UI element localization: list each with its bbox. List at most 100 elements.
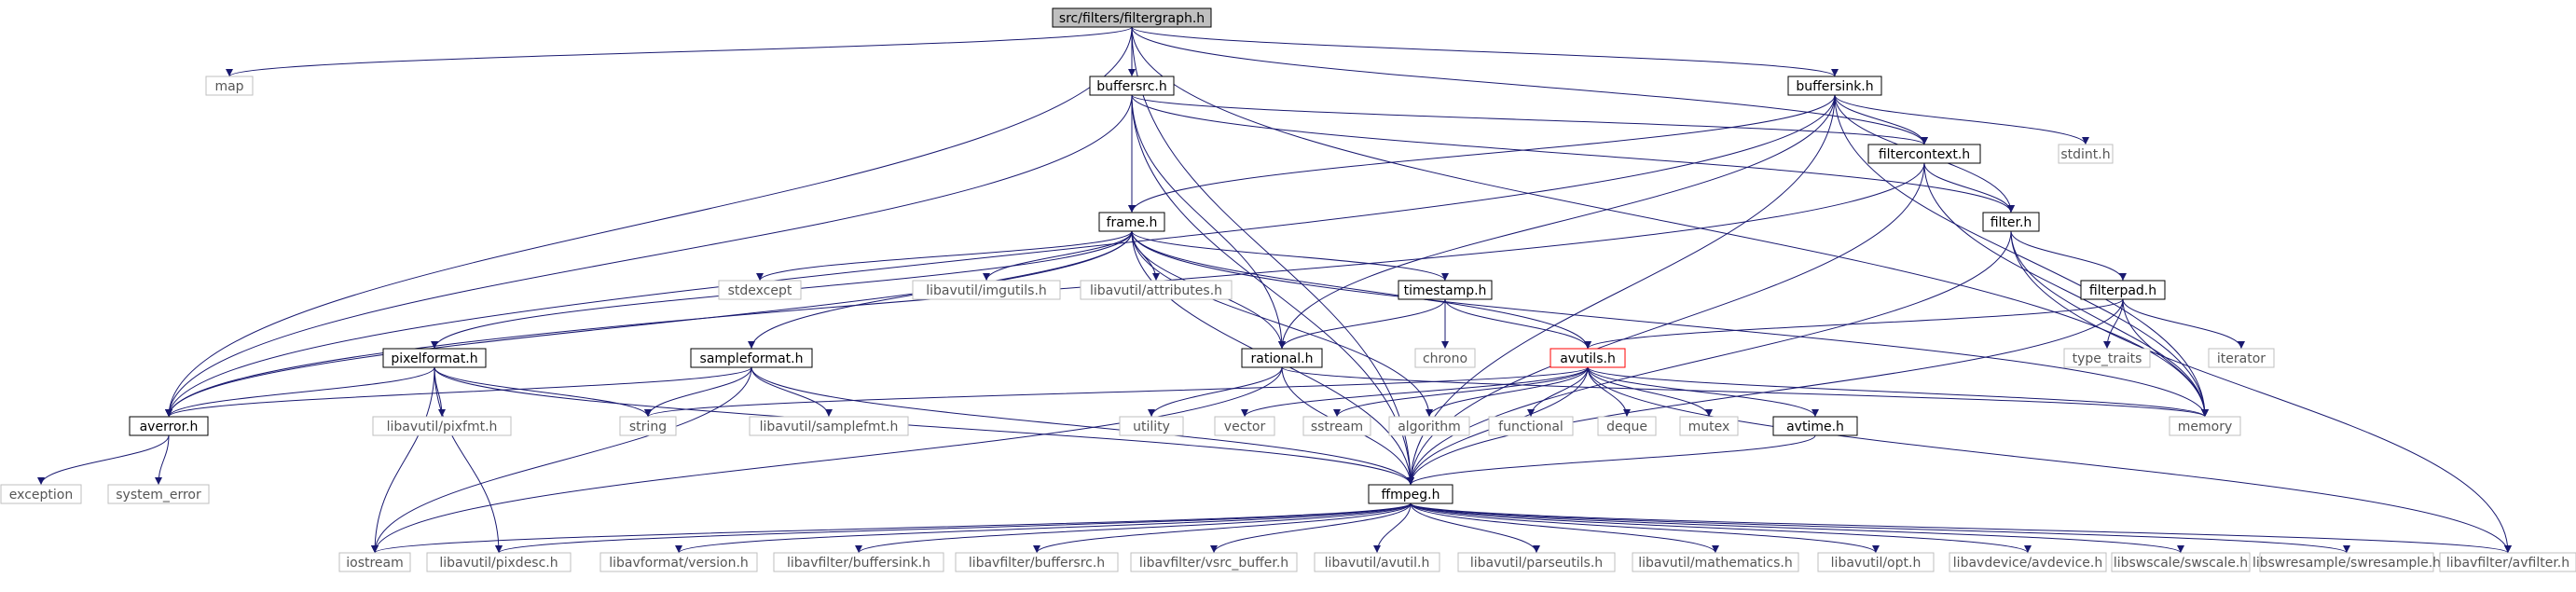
node-ffmpeg-box xyxy=(1368,484,1453,504)
edge-filterpad-to-type_traits xyxy=(2103,298,2124,350)
edge-ffmpeg-to-swscale xyxy=(1410,503,2184,554)
node-swscale-label: libswscale/swscale.h xyxy=(2114,556,2248,571)
node-type_traits-box xyxy=(2063,348,2151,368)
node-stdexcept: stdexcept xyxy=(718,280,802,300)
edge-frame-to-averror xyxy=(165,230,1133,418)
edge-rational-to-utility xyxy=(1148,366,1283,418)
node-memory-box xyxy=(2169,416,2241,436)
node-pixfmt-box xyxy=(372,416,512,436)
node-memory: memory xyxy=(2169,416,2241,436)
edge-avutils-to-mutex xyxy=(1587,366,1713,418)
node-swresample: libswresample/swresample.h xyxy=(2252,552,2441,572)
node-filterpad-box xyxy=(2080,280,2166,300)
node-buffersrc-box xyxy=(1089,76,1175,96)
node-layer: src/filters/filtergraph.h map buffersrc.h b… xyxy=(0,7,2576,572)
edge-buffersink-to-frame xyxy=(1128,94,1836,213)
node-buffersrc-label: buffersrc.h xyxy=(1096,79,1167,94)
edge-averror-to-system_error xyxy=(155,434,170,486)
edge-pixelformat-to-ffmpeg xyxy=(434,366,1414,486)
node-algorithm-box xyxy=(1388,416,1470,436)
node-exception-box xyxy=(0,484,82,504)
node-avdevice: libavdevice/avdevice.h xyxy=(1949,552,2107,572)
node-chrono-box xyxy=(1414,348,1476,368)
node-attributes-label: libavutil/attributes.h xyxy=(1090,283,1222,298)
edge-frame-to-algorithm xyxy=(1131,230,1433,418)
node-avformat_version-label: libavformat/version.h xyxy=(609,556,749,571)
node-averror[interactable]: averror.h xyxy=(129,416,209,436)
node-avdevice-box xyxy=(1949,552,2107,572)
node-avformat_version-box xyxy=(599,552,758,572)
edge-rational-to-memory xyxy=(1281,366,2209,418)
node-pixdesc: libavutil/pixdesc.h xyxy=(426,552,572,572)
node-string: string xyxy=(619,416,677,436)
edge-avutils-to-string xyxy=(644,366,1589,418)
edge-ffmpeg-to-parseutils xyxy=(1410,503,1540,554)
node-pixelformat[interactable]: pixelformat.h xyxy=(382,348,487,368)
edge-ffmpeg-to-mathematics xyxy=(1410,503,1719,554)
node-filtercontext[interactable]: filtercontext.h xyxy=(1867,144,1981,164)
node-filter[interactable]: filter.h xyxy=(1982,212,2040,232)
node-avutils[interactable]: avutils.h xyxy=(1550,348,1626,368)
edge-frame-to-stdexcept xyxy=(756,230,1133,282)
node-buffersrc[interactable]: buffersrc.h xyxy=(1089,76,1175,96)
node-stdint-box xyxy=(2058,144,2114,164)
node-rational-box xyxy=(1241,348,1323,368)
node-filterpad[interactable]: filterpad.h xyxy=(2080,280,2166,300)
edge-pixelformat-to-averror xyxy=(165,366,435,418)
node-timestamp-label: timestamp.h xyxy=(1404,283,1487,298)
node-avutil-label: libavutil/avutil.h xyxy=(1325,556,1430,571)
edge-filter-to-avfilter xyxy=(2010,230,2512,554)
node-mathematics-label: libavutil/mathematics.h xyxy=(1638,556,1793,571)
edge-ffmpeg-to-pixdesc xyxy=(495,503,1412,554)
node-imgutils-box xyxy=(912,280,1061,300)
edge-ffmpeg-to-avdevice xyxy=(1410,503,2032,554)
node-ffmpeg[interactable]: ffmpeg.h xyxy=(1368,484,1453,504)
node-avformat_version: libavformat/version.h xyxy=(599,552,758,572)
node-functional: functional xyxy=(1488,416,1574,436)
edge-buffersrc-to-filtercontext xyxy=(1131,94,1928,145)
node-mutex: mutex xyxy=(1679,416,1739,436)
node-averror-label: averror.h xyxy=(140,420,199,434)
edge-filter-to-ffmpeg xyxy=(1407,230,2012,486)
node-samplefmt: libavutil/samplefmt.h xyxy=(749,416,909,436)
node-memory-label: memory xyxy=(2178,420,2233,434)
node-opt-box xyxy=(1817,552,1935,572)
edge-ffmpeg-to-opt xyxy=(1410,503,1880,554)
node-iterator-label: iterator xyxy=(2217,351,2266,366)
node-root[interactable]: src/filters/filtergraph.h xyxy=(1052,7,1212,28)
node-iostream-label: iostream xyxy=(346,556,404,571)
edge-timestamp-to-avutils xyxy=(1444,298,1591,350)
node-utility-box xyxy=(1119,416,1184,436)
node-string-label: string xyxy=(629,420,667,434)
node-attributes-box xyxy=(1080,280,1233,300)
node-timestamp[interactable]: timestamp.h xyxy=(1398,280,1493,300)
edge-rational-to-iostream xyxy=(371,366,1283,554)
edge-filter-to-memory xyxy=(2010,230,2209,418)
node-avutils-label: avutils.h xyxy=(1560,351,1616,366)
node-vector: vector xyxy=(1214,416,1275,436)
edge-filter-to-filterpad xyxy=(2010,230,2127,282)
node-pixdesc-box xyxy=(426,552,572,572)
node-utility: utility xyxy=(1119,416,1184,436)
node-sampleformat[interactable]: sampleformat.h xyxy=(690,348,813,368)
node-iostream-box xyxy=(338,552,411,572)
edge-ffmpeg-to-iostream xyxy=(371,503,1412,554)
edge-avutils-to-algorithm xyxy=(1426,366,1589,418)
node-vector-box xyxy=(1214,416,1275,436)
node-avtime[interactable]: avtime.h xyxy=(1772,416,1858,436)
edge-avutils-to-memory xyxy=(1587,366,2209,418)
node-avutil-box xyxy=(1314,552,1440,572)
node-stdexcept-label: stdexcept xyxy=(728,283,792,298)
edge-pixelformat-to-iostream xyxy=(371,366,435,554)
edge-root-to-memory xyxy=(1131,26,2209,418)
node-mathematics-box xyxy=(1632,552,1799,572)
edge-filterpad-to-memory xyxy=(2122,298,2209,418)
node-frame[interactable]: frame.h xyxy=(1098,212,1165,232)
node-swresample-box xyxy=(2259,552,2434,572)
node-rational[interactable]: rational.h xyxy=(1241,348,1323,368)
node-buffersink[interactable]: buffersink.h xyxy=(1787,76,1882,96)
node-lavf_buffersrc-label: libavfilter/buffersrc.h xyxy=(969,556,1105,571)
node-map-label: map xyxy=(214,79,243,94)
node-filtercontext-label: filtercontext.h xyxy=(1879,147,1970,162)
node-imgutils: libavutil/imgutils.h xyxy=(912,280,1061,300)
